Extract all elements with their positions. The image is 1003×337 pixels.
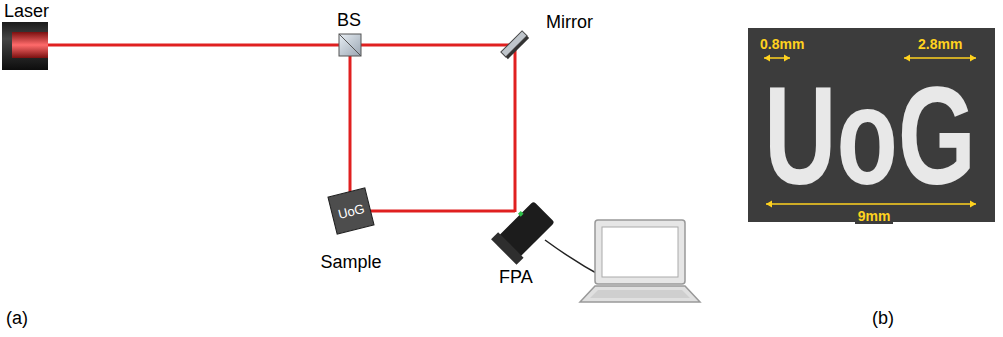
node-caption: Sample xyxy=(320,252,381,273)
beam-splitter xyxy=(339,34,361,56)
component-label: Mirror xyxy=(546,12,593,33)
node-title: UoG xyxy=(764,66,976,206)
logo-panel: UoG xyxy=(748,28,995,222)
laser-beam xyxy=(48,45,515,212)
component-label: BS xyxy=(337,10,361,31)
dimension-label: 2.8mm xyxy=(918,36,962,52)
laser-glow xyxy=(12,32,48,58)
fpa-camera xyxy=(491,199,557,265)
laptop xyxy=(580,220,700,302)
sample-plate: UoGSample xyxy=(332,192,370,230)
panel-label: (b) xyxy=(872,308,894,329)
component-label: Laser xyxy=(4,1,49,22)
dimension-label: 9mm xyxy=(855,208,894,224)
laser-body xyxy=(2,22,48,70)
component-label: FPA xyxy=(499,267,533,288)
panel-label: (a) xyxy=(6,308,28,329)
dimension-label: 0.8mm xyxy=(760,36,804,52)
mirror xyxy=(501,31,529,59)
